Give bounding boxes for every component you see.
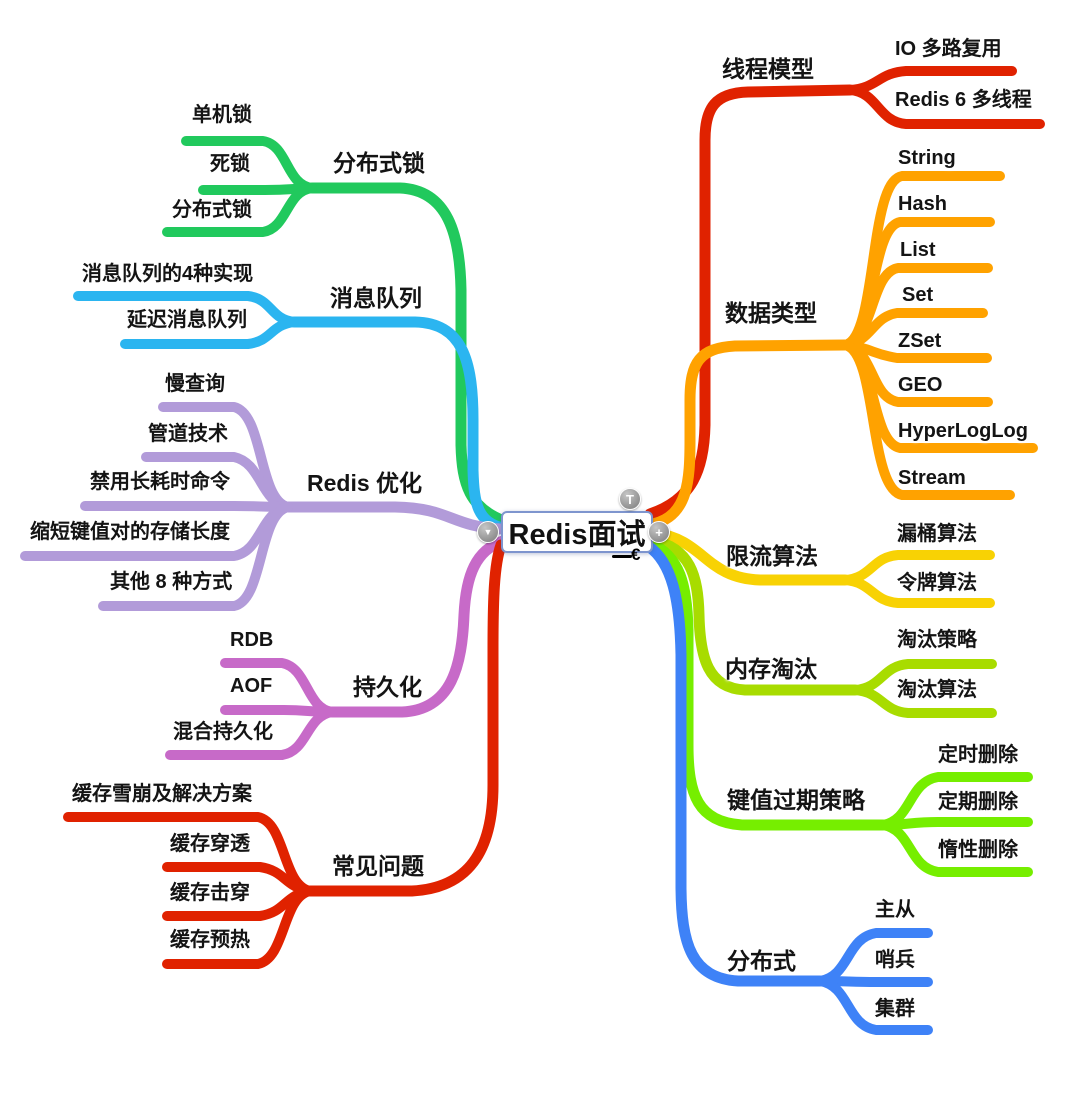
- branch-child-line: [162, 183, 317, 237]
- branch-child-line: [162, 886, 315, 969]
- topic-message-queue[interactable]: 消息队列: [330, 285, 422, 311]
- topic-thread-model[interactable]: 线程模型: [722, 56, 814, 82]
- branch-child-line: [840, 340, 1015, 500]
- subtopic-cache-avalanche[interactable]: 缓存雪崩及解决方案: [72, 783, 252, 805]
- topic-data-types[interactable]: 数据类型: [725, 300, 817, 326]
- subtopic-timed-delete[interactable]: 定时删除: [938, 744, 1018, 766]
- branch-trunk: [288, 316, 509, 534]
- branch-trunk: [649, 527, 851, 586]
- topic-memory-eviction[interactable]: 内存淘汰: [725, 656, 817, 682]
- root-node[interactable]: Redis面试: [501, 511, 653, 553]
- subtopic-periodic-delete[interactable]: 定期删除: [938, 791, 1018, 813]
- subtopic-cluster[interactable]: 集群: [875, 998, 915, 1020]
- branch-key-expiration: [644, 537, 1033, 877]
- subtopic-zset[interactable]: ZSet: [898, 330, 942, 352]
- subtopic-eviction-policy[interactable]: 淘汰策略: [897, 629, 977, 651]
- subtopic-slow-query[interactable]: 慢查询: [165, 373, 225, 395]
- subtopic-redis6-multithread[interactable]: Redis 6 多线程: [895, 89, 1032, 111]
- branch-trunk: [642, 540, 826, 987]
- topic-key-expiration[interactable]: 键值过期策略: [727, 787, 865, 813]
- subtopic-token-bucket[interactable]: 令牌算法: [897, 572, 977, 594]
- subtopic-set[interactable]: Set: [902, 284, 934, 306]
- branch-distributed: [642, 540, 933, 1035]
- branch-child-line: [845, 66, 1017, 95]
- branch-trunk: [647, 339, 851, 530]
- branch-persistence: [165, 535, 509, 760]
- branch-trunk: [304, 539, 507, 897]
- subtopic-io-multiplexing[interactable]: IO 多路复用: [895, 38, 1002, 60]
- text-handle-icon[interactable]: T: [619, 488, 641, 510]
- subtopic-leaky-bucket[interactable]: 漏桶算法: [897, 523, 977, 545]
- topic-distributed-lock[interactable]: 分布式锁: [333, 150, 425, 176]
- branch-child-line: [815, 976, 933, 1035]
- branch-rate-limiting: [649, 527, 995, 608]
- subtopic-master-slave[interactable]: 主从: [875, 899, 915, 921]
- subtopic-list[interactable]: List: [900, 239, 936, 261]
- branch-child-line: [98, 502, 293, 611]
- subtopic-delayed-mq[interactable]: 延迟消息队列: [127, 309, 247, 331]
- subtopic-stream[interactable]: Stream: [898, 467, 966, 489]
- branch-child-line: [840, 575, 995, 608]
- branch-child-line: [878, 817, 1033, 830]
- subtopic-aof[interactable]: AOF: [230, 675, 273, 697]
- branch-trunk: [644, 537, 889, 831]
- subtopic-eviction-algorithm[interactable]: 淘汰算法: [897, 679, 977, 701]
- subtopic-sentinel[interactable]: 哨兵: [875, 949, 915, 971]
- subtopic-cache-breakdown[interactable]: 缓存击穿: [170, 882, 250, 904]
- subtopic-cache-penetration[interactable]: 缓存穿透: [170, 833, 250, 855]
- subtopic-shorten-kv-length[interactable]: 缩短键值对的存储长度: [30, 521, 230, 543]
- branch-child-line: [845, 85, 1045, 129]
- topic-distributed[interactable]: 分布式: [727, 948, 796, 974]
- topic-redis-optimization[interactable]: Redis 优化: [307, 470, 423, 496]
- branch-child-line: [815, 976, 933, 987]
- subtopic-string[interactable]: String: [898, 147, 956, 169]
- subtopic-lazy-delete[interactable]: 惰性删除: [938, 839, 1018, 861]
- subtopic-geo[interactable]: GEO: [898, 374, 943, 396]
- branch-common-problems: [63, 539, 507, 969]
- subtopic-other-8-ways[interactable]: 其他 8 种方式: [110, 571, 233, 593]
- branch-child-line: [80, 501, 293, 512]
- subtopic-pipeline[interactable]: 管道技术: [148, 423, 228, 445]
- collapse-handle-icon[interactable]: ▼: [477, 521, 499, 543]
- branch-child-line: [198, 183, 317, 195]
- subtopic-deadlock[interactable]: 死锁: [210, 153, 250, 175]
- topic-persistence[interactable]: 持久化: [353, 674, 422, 700]
- topic-rate-limiting[interactable]: 限流算法: [726, 543, 818, 569]
- branch-child-line: [850, 685, 997, 718]
- subtopic-disable-long-commands[interactable]: 禁用长耗时命令: [90, 471, 230, 493]
- branch-child-line: [165, 707, 337, 760]
- subtopic-mq-4-implementations[interactable]: 消息队列的4种实现: [82, 263, 254, 285]
- subtopic-rdb[interactable]: RDB: [230, 629, 274, 651]
- branch-child-line: [878, 820, 1033, 877]
- branch-message-queue: [73, 291, 509, 534]
- subtopic-hash[interactable]: Hash: [898, 193, 947, 215]
- branch-trunk: [646, 534, 861, 696]
- branch-trunk: [282, 501, 506, 535]
- branch-child-line: [120, 317, 299, 349]
- branch-memory-eviction: [646, 534, 997, 718]
- collapse-indicator-line: [612, 555, 632, 558]
- root-node-label: Redis面试: [508, 519, 646, 551]
- subtopic-hybrid-persistence[interactable]: 混合持久化: [173, 721, 273, 743]
- branch-data-types: [647, 171, 1038, 530]
- branch-child-line: [220, 705, 337, 717]
- branch-redis-optimization: [20, 402, 506, 611]
- subtopic-standalone-lock[interactable]: 单机锁: [192, 104, 252, 126]
- topic-common-problems[interactable]: 常见问题: [332, 853, 424, 879]
- subtopic-cache-warmup[interactable]: 缓存预热: [170, 929, 250, 951]
- collapse-indicator-icon[interactable]: €: [631, 545, 641, 564]
- branch-trunk: [326, 535, 509, 718]
- subtopic-distributed-lock-item[interactable]: 分布式锁: [172, 199, 252, 221]
- add-topic-handle-icon[interactable]: +: [648, 521, 670, 543]
- subtopic-hyperloglog[interactable]: HyperLogLog: [898, 420, 1028, 442]
